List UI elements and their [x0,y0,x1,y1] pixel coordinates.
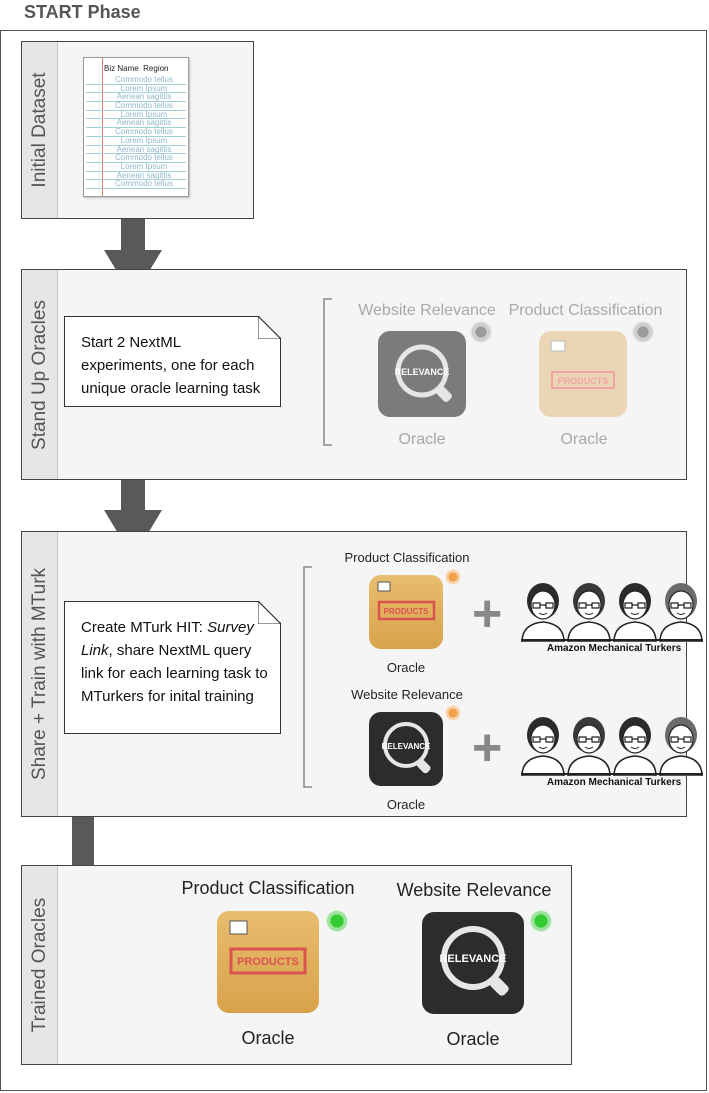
status-ready-icon [326,910,348,932]
dataset-row: Aenean sagittis [86,172,186,181]
oracle-caption: Oracle [386,797,426,812]
note-fold-icon [258,316,281,339]
dataset-row: Aenean sagittis [86,93,186,103]
table-header-region: Region [143,64,169,73]
tile-text: PRODUCTS [558,376,609,386]
oracle-title: Product Classification [181,878,355,898]
dataset-row: Lorem Ipsum [86,163,186,172]
mturkers-crowd-icon [521,583,703,642]
note-text: Create MTurk HIT: Survey Link, share Nex… [64,601,281,734]
arrow-down-2 [104,467,162,558]
arrow-down-1 [104,208,162,298]
plus-icon: + [472,585,503,643]
status-training-icon [445,569,461,585]
oracle-title: Website Relevance [351,687,463,702]
dataset-row: Commodo tellus [86,154,186,163]
product-box-tile-icon: PRODUCTS [369,575,443,649]
note-card: Create MTurk HIT: Survey Link, share Nex… [64,601,281,734]
oracle-caption: Oracle [446,1029,500,1049]
person-icon [613,717,657,776]
dataset-row: Commodo tellus [86,102,186,111]
group-bracket [323,298,332,446]
person-icon [521,583,565,642]
stage-label: Trained Oracles [29,897,50,1033]
status-idle-icon [632,321,654,343]
stage-share-train-mturk: Share + Train with MTurk Create MTurk HI… [21,531,703,817]
person-icon [567,583,611,642]
magnifier-icon: RELEVANCE [439,926,509,996]
dataset-row: Commodo tellus [86,76,186,85]
relevance-tile-icon: RELEVANCE [378,331,466,417]
crowd-caption: Amazon Mechanical Turkers [546,643,682,654]
status-training-icon [445,705,461,721]
status-idle-icon [470,321,492,343]
oracle-title: Website Relevance [358,302,496,319]
oracle-caption: Oracle [560,431,608,448]
status-ready-icon [530,910,552,932]
margin-line [102,58,103,196]
dataset-row: Aenean sagittis [86,119,186,129]
dataset-row: Lorem Ipsum [86,111,186,120]
dataset-row: Commodo tellus [86,128,186,137]
note-fold-icon [258,601,281,624]
product-box-tile-icon: PRODUCTS [539,331,627,417]
stage-initial-dataset: Initial Dataset Biz Name Region Commodo … [21,41,254,219]
oracle-title: Product Classification [344,550,470,565]
svg-text:PRODUCTS: PRODUCTS [237,956,299,968]
person-icon [659,583,703,642]
dataset-row: Commodo tellus [86,180,186,189]
magnifier-icon: RELEVANCE [382,722,431,774]
dataset-row: Lorem Ipsum [86,137,186,146]
mturkers-crowd-icon [521,717,703,776]
stage-trained-oracles: Trained Oracles Product Classification P… [21,865,572,1065]
oracle-caption: Oracle [241,1028,295,1048]
note-card: Start 2 NextML experiments, one for each… [64,316,281,407]
svg-text:RELEVANCE: RELEVANCE [382,742,431,751]
svg-text:RELEVANCE: RELEVANCE [439,953,506,965]
dataset-row: Lorem Ipsum [86,85,186,94]
table-header-bizname: Biz Name [104,64,139,73]
dataset-row: Aenean sagittis [86,146,186,155]
stage-label: Initial Dataset [29,72,50,188]
person-icon [659,717,703,776]
oracle-title: Website Relevance [396,880,552,900]
tile-text: RELEVANCE [395,367,450,377]
magnifier-icon: RELEVANCE [395,344,452,402]
stage-stand-up-oracles: Stand Up Oracles Start 2 NextML experime… [21,269,687,480]
oracle-caption: Oracle [398,431,446,448]
stage-label-box: Initial Dataset [22,42,58,218]
stage-label: Stand Up Oracles [29,299,50,450]
product-box-tile-icon: PRODUCTS [217,911,319,1013]
crowd-caption: Amazon Mechanical Turkers [546,777,682,788]
oracle-title: Product Classification [508,302,663,319]
svg-text:PRODUCTS: PRODUCTS [384,607,430,616]
outer-frame [0,30,707,1091]
phase-title: START Phase [24,2,141,22]
relevance-tile-icon: RELEVANCE [422,912,524,1014]
group-bracket [303,566,312,788]
plus-icon: + [472,719,503,777]
person-icon [613,583,657,642]
relevance-tile-icon: RELEVANCE [369,712,443,786]
person-icon [567,717,611,776]
stage-label: Share + Train with MTurk [29,567,50,781]
note-text: Start 2 NextML experiments, one for each… [64,316,281,407]
person-icon [521,717,565,776]
oracle-caption: Oracle [386,660,426,675]
